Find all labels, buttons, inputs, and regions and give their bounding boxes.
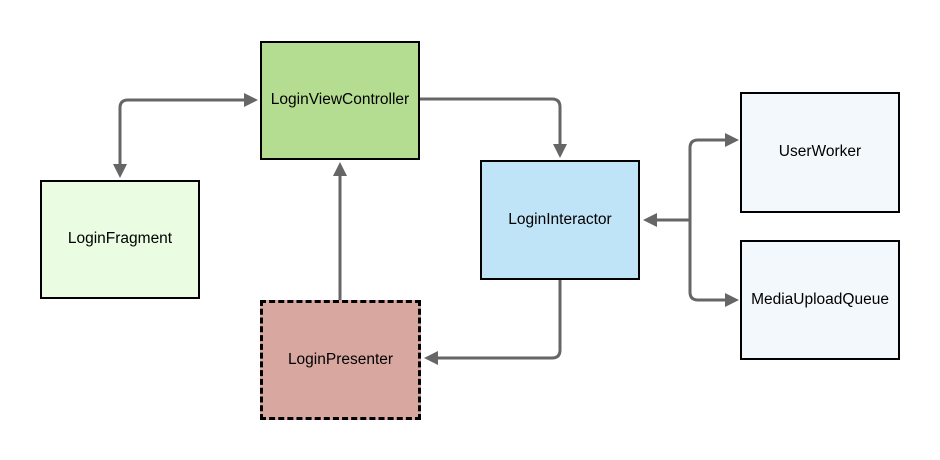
node-login-fragment-label: LoginFragment	[67, 230, 173, 248]
connector-viewcontroller-interactor	[420, 97, 567, 158]
node-media-upload-queue: MediaUploadQueue	[740, 240, 900, 360]
connector-interactor-presenter	[424, 280, 562, 365]
connector-fragment-viewcontroller	[113, 93, 258, 178]
node-login-fragment: LoginFragment	[40, 180, 200, 299]
node-login-interactor-label: LoginInteractor	[508, 210, 612, 228]
connector-interactor-workers	[643, 133, 739, 307]
arrowhead-into-userworker-icon	[725, 133, 739, 147]
node-login-view-controller-label: LoginViewController	[270, 91, 410, 109]
arrowhead-into-presenter-icon	[424, 351, 438, 365]
arrowhead-into-interactor-top-icon	[553, 144, 567, 158]
node-media-upload-queue-label: MediaUploadQueue	[751, 290, 889, 308]
arrowhead-into-mediauploadqueue-icon	[725, 293, 739, 307]
arrowhead-into-viewcontroller-icon	[244, 93, 258, 107]
node-login-interactor: LoginInteractor	[480, 160, 640, 280]
node-login-view-controller: LoginViewController	[260, 41, 420, 160]
node-login-presenter-label: LoginPresenter	[287, 350, 394, 368]
node-user-worker-label: UserWorker	[778, 143, 862, 161]
connector-presenter-viewcontroller	[333, 162, 347, 300]
arrowhead-into-viewcontroller-bottom-icon	[333, 162, 347, 176]
node-login-presenter: LoginPresenter	[260, 300, 421, 420]
arrowhead-into-fragment-icon	[113, 164, 127, 178]
arrowhead-into-interactor-right-icon	[643, 213, 657, 227]
node-user-worker: UserWorker	[740, 92, 900, 213]
